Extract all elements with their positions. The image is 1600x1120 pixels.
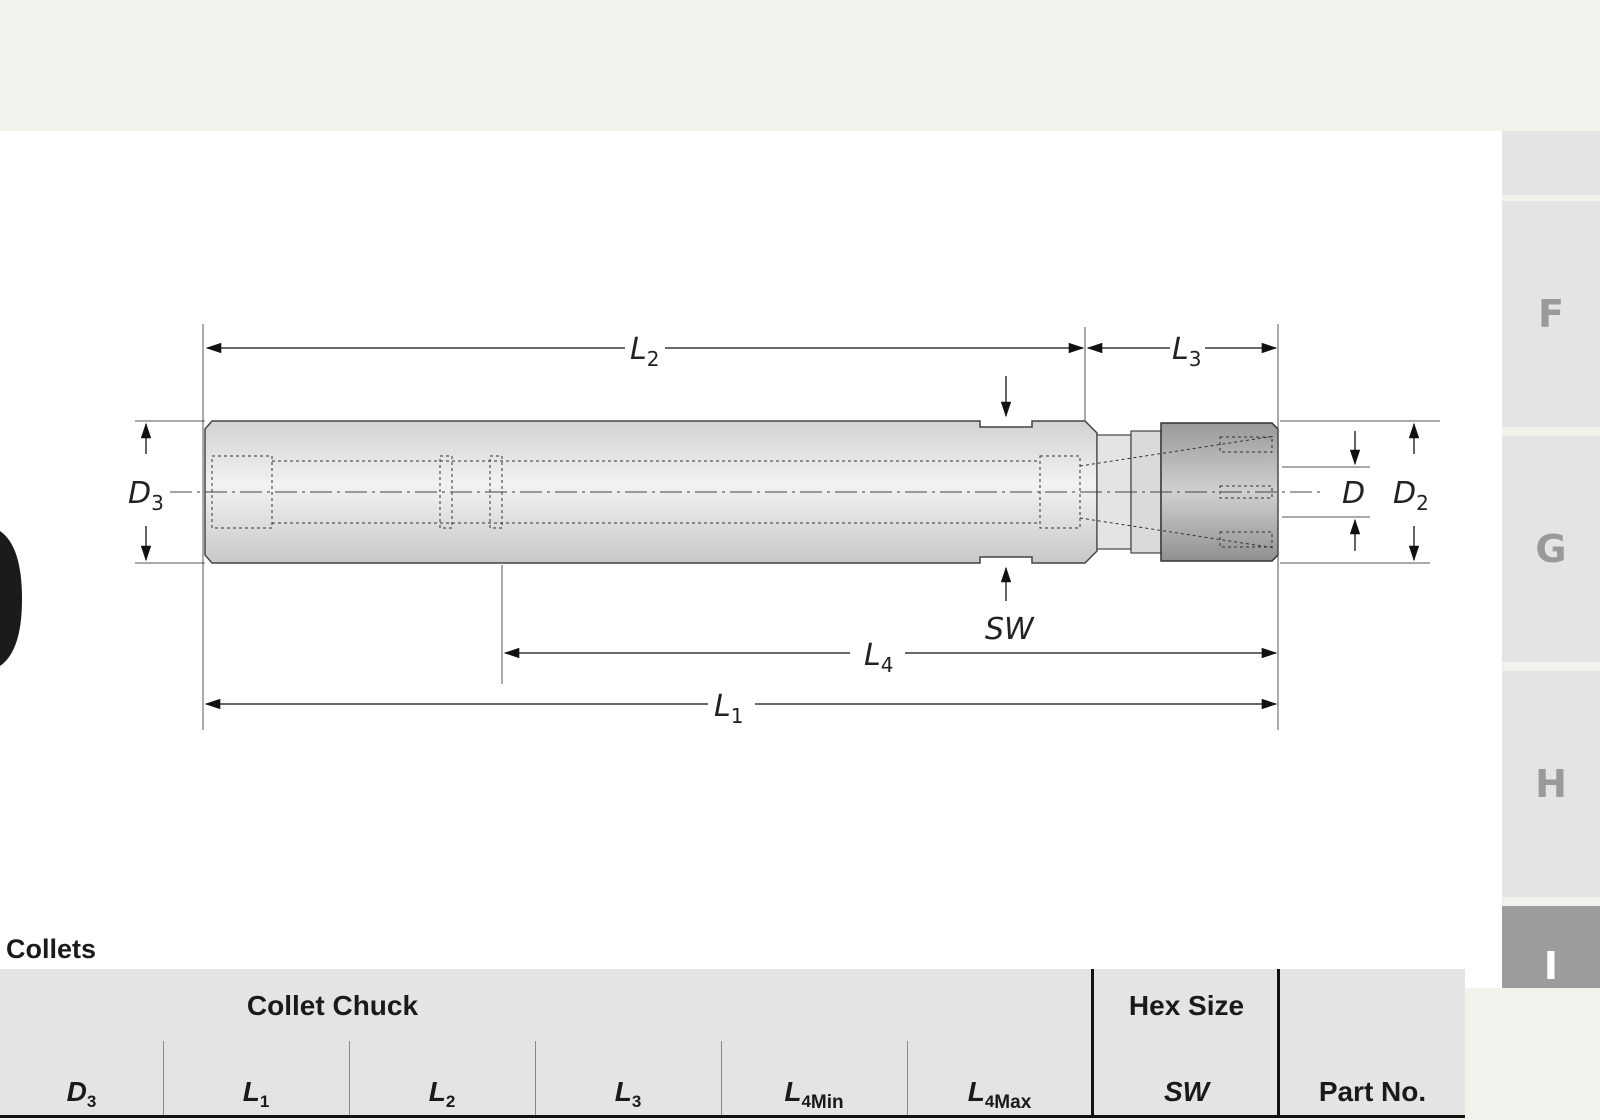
spec-table-header: Collet Chuck Hex Size D3 L1 L2 L3 L4Min … [0, 969, 1465, 1118]
dim-label-l2: L2 [630, 332, 659, 371]
table-header-bottom-rule [0, 1115, 1465, 1118]
column-header-sw: SW [1163, 1076, 1210, 1107]
tab-h[interactable]: H [1502, 671, 1600, 897]
dim-label-d3: D3 [128, 476, 164, 515]
column-header-l3: L3 [614, 1076, 642, 1111]
section-caption: Collets [6, 934, 97, 964]
dim-label-l3: L3 [1172, 332, 1201, 371]
column-header-d3: D3 [66, 1076, 97, 1111]
adjacent-part-image [0, 531, 22, 666]
tab-previous[interactable] [1502, 131, 1600, 195]
column-header-l1: L1 [242, 1076, 270, 1111]
dim-label-d2: D2 [1393, 476, 1429, 515]
dim-label-sw: SW [985, 612, 1035, 647]
shank-body [204, 420, 1098, 564]
tab-f[interactable]: F [1502, 201, 1600, 427]
column-header-part-no: Part No. [1318, 1076, 1427, 1107]
column-header-l4-min: L4Min [784, 1076, 844, 1113]
section-tabs: F G H I [1502, 131, 1600, 988]
tab-g[interactable]: G [1502, 436, 1600, 662]
dim-label-l4: L4 [864, 638, 893, 677]
group-header-collet-chuck: Collet Chuck [246, 990, 419, 1021]
column-header-l4-max: L4Max [967, 1076, 1032, 1113]
dim-label-l1: L1 [714, 689, 743, 728]
catalog-sheet: L2 L3 L4 L1 D3 D2 D SW Collets Collet Ch… [0, 131, 1502, 1118]
dim-label-d: D [1342, 476, 1365, 511]
tab-i[interactable]: I [1502, 906, 1600, 988]
column-header-l2: L2 [428, 1076, 456, 1111]
group-header-hex-size: Hex Size [1128, 990, 1245, 1021]
collet-chuck-drawing: L2 L3 L4 L1 D3 D2 D SW [0, 324, 1440, 730]
